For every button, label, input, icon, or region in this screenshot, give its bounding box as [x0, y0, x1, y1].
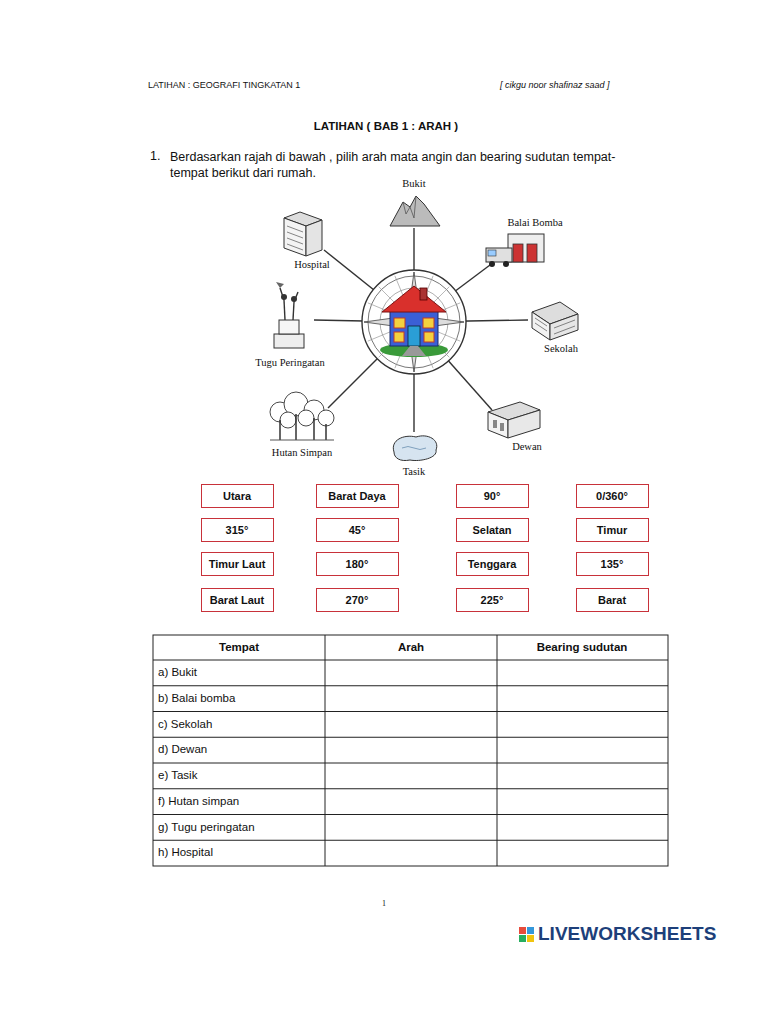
table-row-line	[153, 788, 668, 789]
table-cell: c) Sekolah	[158, 718, 212, 732]
answer-option-box: 135°	[576, 552, 649, 576]
answer-option-box: 270°	[316, 588, 399, 612]
option-text: 45°	[349, 524, 366, 536]
table-row-line	[153, 711, 668, 712]
place-label: Dewan	[512, 441, 542, 454]
answer-option-box: Barat Laut	[201, 588, 274, 612]
answer-option-box: Tenggara	[456, 552, 529, 576]
compass-rose	[362, 270, 466, 374]
answer-option-box: Timur Laut	[201, 552, 274, 576]
school-icon	[532, 302, 578, 340]
table-header: Arah	[398, 641, 424, 655]
option-text: 135°	[601, 558, 624, 570]
table-header: Tempat	[219, 641, 259, 655]
forest-icon	[270, 392, 334, 440]
table-cell: b) Balai bomba	[158, 692, 235, 706]
option-text: 315°	[226, 524, 249, 536]
question-text: Berdasarkan rajah di bawah , pilih arah …	[170, 149, 625, 182]
table-cell: h) Hospital	[158, 846, 213, 860]
worksheet-title: LATIHAN ( BAB 1 : ARAH )	[314, 120, 458, 134]
option-text: Tenggara	[468, 558, 517, 570]
hill-icon	[390, 196, 440, 226]
watermark: LIVEWORKSHEETS	[538, 923, 716, 946]
page-header: LATIHAN : GEOGRAFI TINGKATAN 1	[148, 80, 300, 91]
table-header: Bearing sudutan	[537, 641, 628, 655]
answer-option-box: Timur	[576, 518, 649, 542]
place-label: Hutan Simpan	[272, 447, 332, 460]
table-row-line	[153, 763, 668, 764]
answer-option-box: 0/360°	[576, 484, 649, 508]
hall-icon	[488, 402, 540, 438]
option-text: 225°	[481, 594, 504, 606]
option-text: Selatan	[472, 524, 511, 536]
table-row-line	[153, 840, 668, 841]
option-text: Barat Daya	[328, 490, 385, 502]
place-label: Tugu Peringatan	[255, 357, 324, 370]
place-label: Bukit	[402, 178, 425, 191]
answer-table	[153, 635, 668, 866]
option-text: 0/360°	[596, 490, 628, 502]
direction-lines	[314, 228, 528, 432]
answer-option-box: 180°	[316, 552, 399, 576]
answer-option-box: Selatan	[456, 518, 529, 542]
page-header: [ cikgu noor shafinaz saad ]	[500, 80, 610, 91]
option-text: Timur Laut	[209, 558, 266, 570]
table-row-line	[153, 660, 668, 661]
option-text: Timur	[597, 524, 627, 536]
answer-option-box: Barat	[576, 588, 649, 612]
fire-station-icon	[486, 234, 544, 267]
house-icon	[380, 286, 448, 357]
table-cell: g) Tugu peringatan	[158, 821, 255, 835]
place-label: Tasik	[403, 466, 426, 479]
table-cell: d) Dewan	[158, 743, 207, 757]
answer-option-box: 225°	[456, 588, 529, 612]
page-number: 1	[382, 899, 386, 909]
table-row-line	[153, 814, 668, 815]
option-text: 180°	[346, 558, 369, 570]
answer-option-box: 315°	[201, 518, 274, 542]
place-label: Sekolah	[544, 343, 578, 356]
question-number: 1.	[150, 149, 160, 164]
monument-icon	[274, 282, 304, 348]
place-label: Balai Bomba	[507, 217, 562, 230]
answer-option-box: 90°	[456, 484, 529, 508]
answer-option-box: 45°	[316, 518, 399, 542]
table-cell: a) Bukit	[158, 666, 197, 680]
answer-option-box: Utara	[201, 484, 274, 508]
table-cell: e) Tasik	[158, 769, 197, 783]
table-row-line	[153, 685, 668, 686]
option-text: Utara	[223, 490, 251, 502]
option-text: 90°	[484, 490, 501, 502]
option-text: Barat Laut	[210, 594, 264, 606]
option-text: Barat	[598, 594, 626, 606]
logo-mark	[519, 927, 534, 942]
table-row-line	[153, 737, 668, 738]
place-label: Hospital	[294, 259, 330, 272]
hospital-icon	[284, 212, 322, 256]
table-cell: f) Hutan simpan	[158, 795, 239, 809]
answer-option-box: Barat Daya	[316, 484, 399, 508]
option-text: 270°	[346, 594, 369, 606]
lake-icon	[393, 436, 436, 461]
